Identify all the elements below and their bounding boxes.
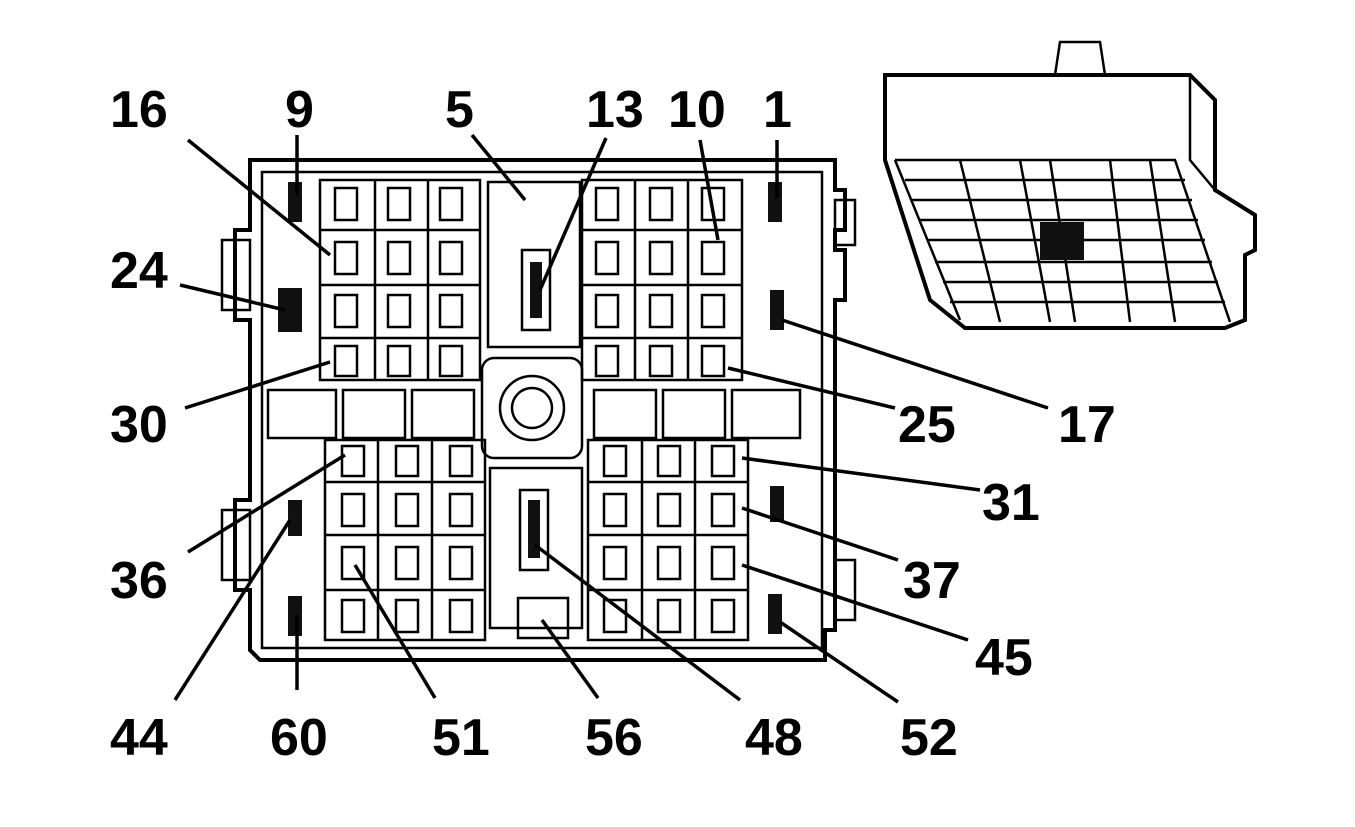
leader-31 [741,456,981,492]
pin-label-10: 10 [668,81,726,139]
pin-label-37: 37 [903,552,961,610]
pin-label-36: 36 [110,552,168,610]
lower-right-cavities [586,438,750,642]
leader-17 [781,318,1049,410]
leader-30 [184,360,331,410]
pin-label-60: 60 [270,709,328,767]
pin-label-17: 17 [1058,396,1116,454]
pin-label-51: 51 [432,709,490,767]
pin-label-16: 16 [110,81,168,139]
leader-48 [533,543,742,702]
pin-label-24: 24 [110,242,168,300]
pin-label-31: 31 [982,474,1040,532]
pin-label-52: 52 [900,709,958,767]
pin-labels: 16 9 5 13 10 1 24 30 25 17 31 36 37 45 4… [110,81,1116,767]
leader-5 [470,133,527,202]
upper-left-cavities [318,178,482,382]
connector-face [220,158,857,662]
leader-24 [179,283,286,312]
leader-36 [187,453,346,554]
pin-label-9: 9 [285,81,314,139]
pin-label-44: 44 [110,709,168,767]
upper-right-cavities [580,178,744,382]
pin-label-1: 1 [763,81,792,139]
leader-44 [173,519,292,701]
leader-16 [186,138,332,257]
leader-45 [741,563,969,642]
leader-56 [540,618,600,700]
pin-label-13: 13 [586,81,644,139]
pin-label-45: 45 [975,629,1033,687]
pin-label-30: 30 [110,396,168,454]
leader-52 [779,620,899,704]
leader-51 [353,564,437,699]
lower-left-cavities [323,438,487,642]
pin-label-5: 5 [445,81,474,139]
pin-label-48: 48 [745,709,803,767]
leader-10 [698,139,720,241]
pin-label-56: 56 [585,709,643,767]
pin-label-25: 25 [898,396,956,454]
leader-37 [741,506,899,562]
leader-25 [727,366,896,410]
leader-13 [538,137,608,291]
leader-lines [173,133,1049,704]
connector-isometric-view [883,40,1257,330]
